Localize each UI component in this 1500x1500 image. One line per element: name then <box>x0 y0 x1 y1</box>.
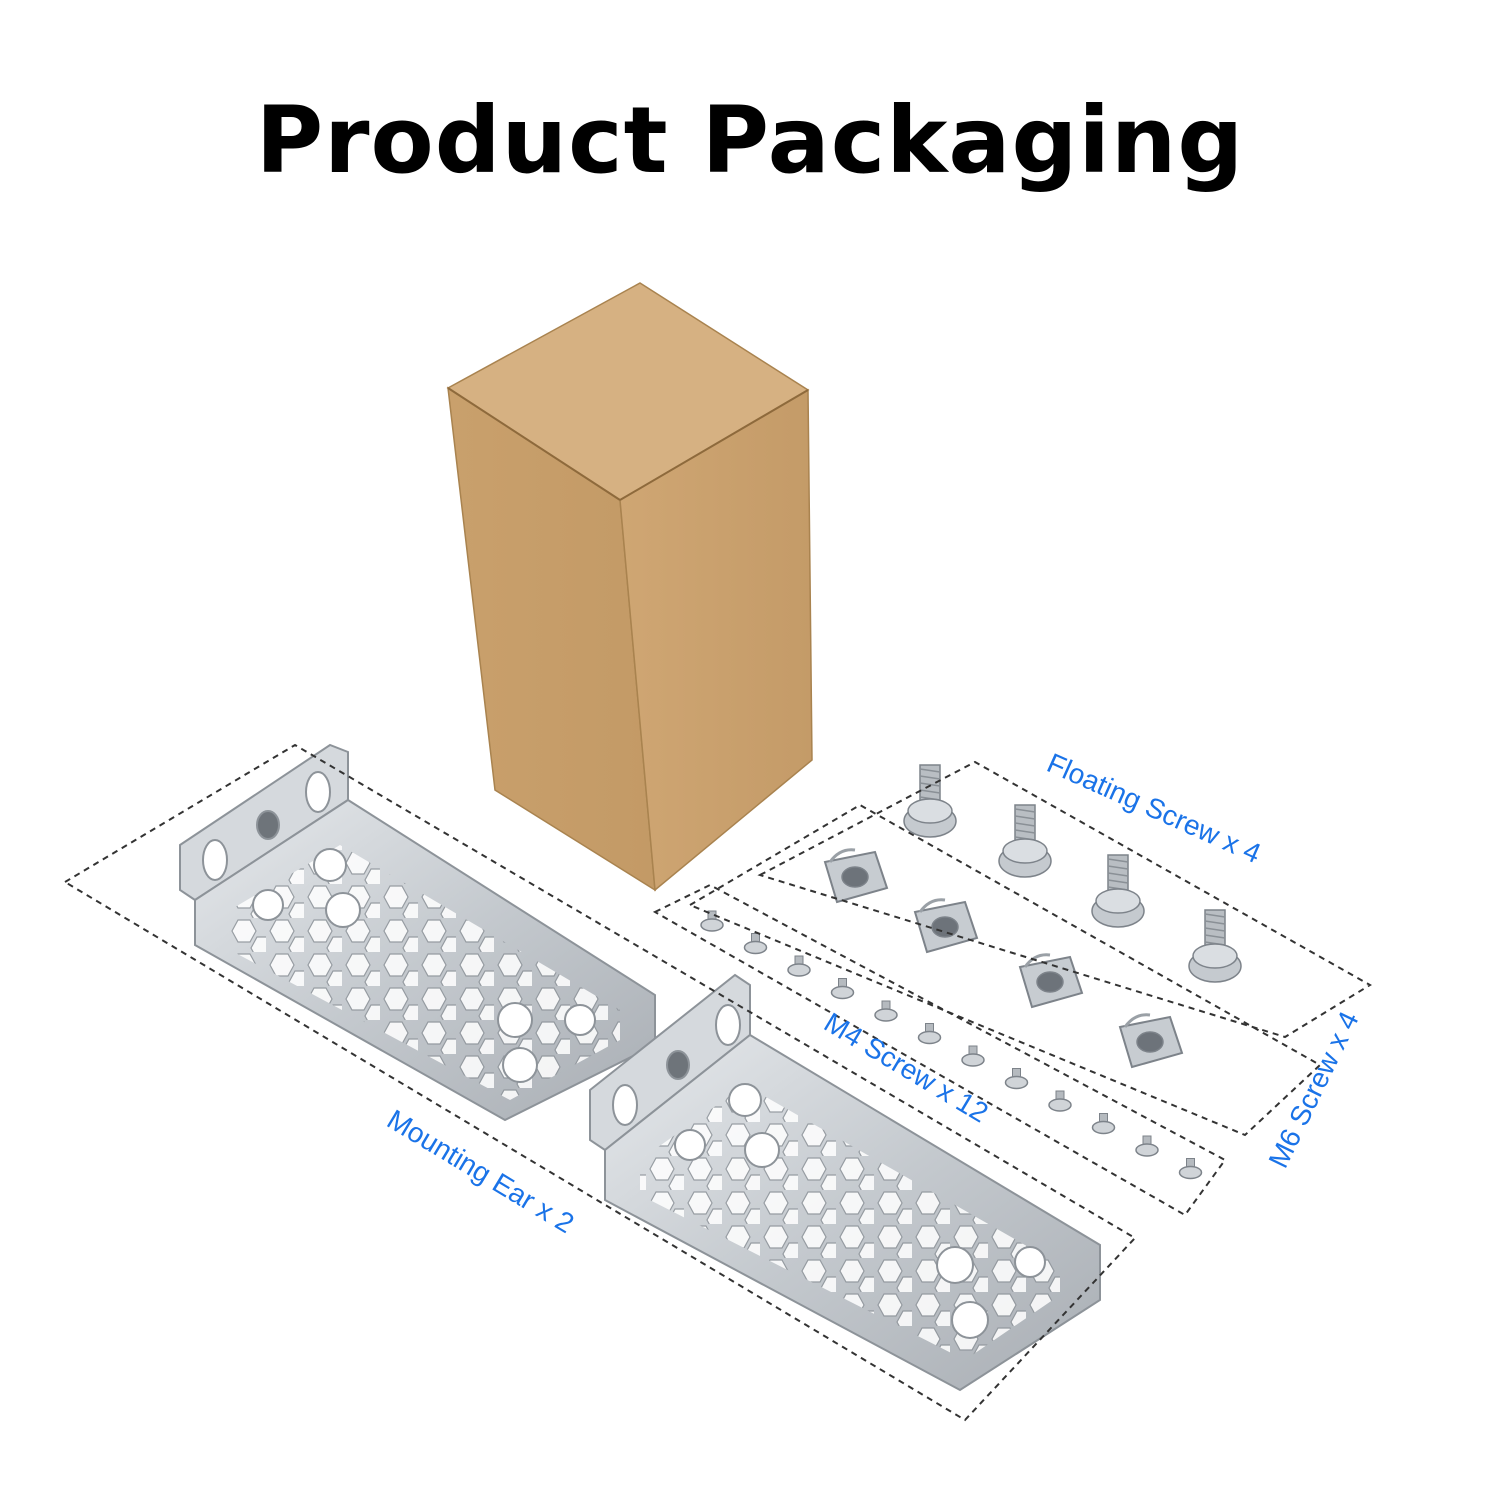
m4-screws <box>700 910 1203 1180</box>
mounting-ear-1 <box>179 743 656 1122</box>
m4-screw <box>1048 1090 1072 1112</box>
mounting-ear-2 <box>589 973 1101 1392</box>
cage-nut <box>823 848 889 904</box>
floating-screws <box>903 764 1242 983</box>
label-floating-screw: Floating Screw x 4 <box>1043 747 1266 869</box>
floating-screw <box>1091 854 1145 928</box>
m4-screw <box>1178 1158 1203 1180</box>
floating-screw <box>903 764 957 838</box>
m4-screw <box>830 978 855 1000</box>
cage-nut <box>1118 1013 1184 1069</box>
m4-screw <box>874 1000 898 1022</box>
m4-screw <box>961 1045 985 1067</box>
cage-nut <box>913 898 979 954</box>
m4-screw <box>700 910 724 932</box>
m4-screw <box>1004 1068 1029 1090</box>
floating-screw <box>1188 909 1242 983</box>
m4-screw-outline <box>652 883 1227 1217</box>
label-m6-screw: M6 Screw x 4 <box>1263 1007 1365 1173</box>
mounting-ear-outline <box>63 743 1137 1422</box>
m4-screw <box>743 933 768 955</box>
m4-screw <box>1135 1135 1159 1157</box>
m4-screw <box>917 1023 942 1045</box>
m6-screw-outline <box>687 803 1322 1137</box>
floating-screw <box>998 804 1052 878</box>
page-title: Product Packaging <box>255 87 1245 194</box>
m4-screw <box>1091 1113 1116 1135</box>
cardboard-box <box>446 282 813 892</box>
m4-screw <box>787 955 811 977</box>
floating-screw-outline <box>757 760 1372 1039</box>
cage-nut <box>1018 953 1084 1009</box>
cage-nuts <box>823 848 1184 1069</box>
